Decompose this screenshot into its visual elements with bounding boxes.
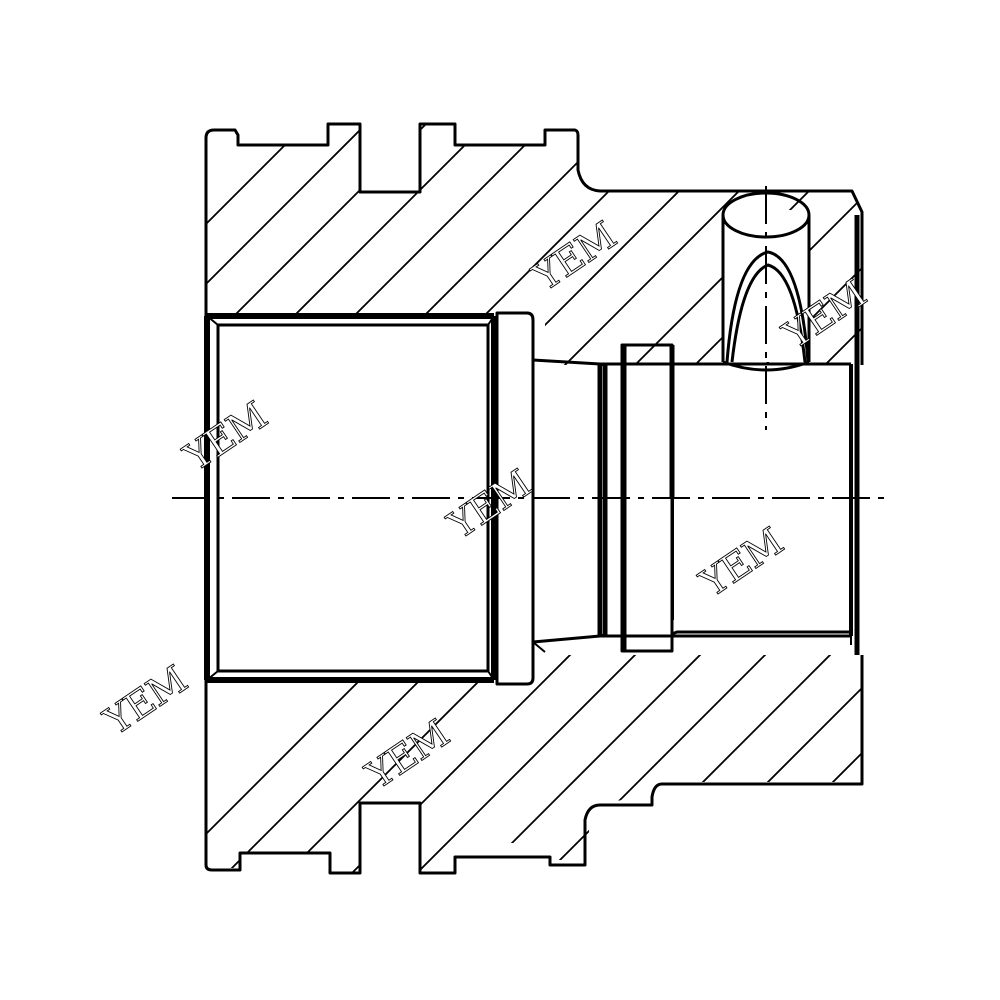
section-hatching-lower: [206, 655, 862, 873]
body-outline-upper: [204, 122, 864, 365]
thread-undercut: [495, 311, 535, 686]
watermark: YEM: [358, 711, 457, 798]
conical-transition: [531, 358, 602, 644]
watermark: YEM: [96, 657, 195, 744]
radial-hole-fill: [722, 210, 808, 362]
body-outline-lower: [204, 655, 864, 875]
